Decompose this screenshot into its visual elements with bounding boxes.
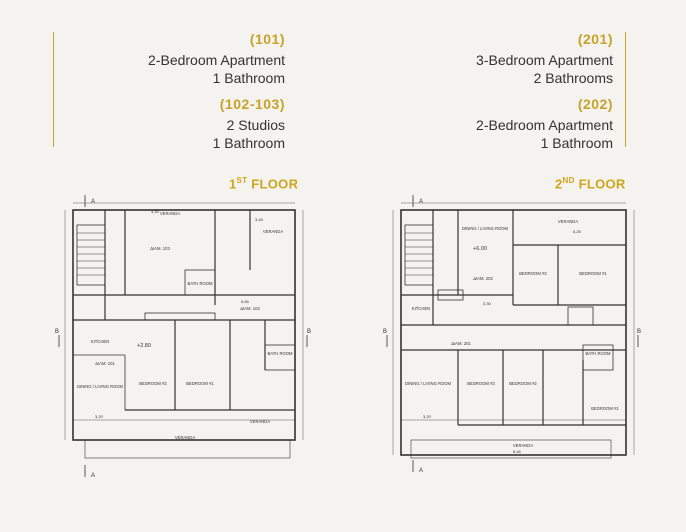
left-accent-bar xyxy=(53,32,54,147)
dimension-label: 3,30 xyxy=(151,209,160,214)
floor-ordinal: ST xyxy=(236,176,248,185)
bathroom xyxy=(567,306,594,326)
room-label: KITCHEN xyxy=(412,306,430,311)
room-label: DINING / LIVING ROOM xyxy=(405,381,452,386)
room-label: BEDROOM #2 xyxy=(509,381,537,386)
dimension-label: 3,30 xyxy=(483,301,492,306)
section-marker-a: A xyxy=(419,199,423,205)
floor-ordinal: ND xyxy=(562,176,575,185)
floor1-title: 1ST FLOOR xyxy=(229,176,298,191)
room-label: VERANDA xyxy=(250,419,270,424)
level-marker: +6.00 xyxy=(473,246,487,252)
floor2-unit-info: (201) 3-Bedroom Apartment 2 Bathrooms (2… xyxy=(370,28,613,152)
room-label: ΔΙΑΜ. 201 xyxy=(451,341,471,346)
section-marker-a: A xyxy=(91,199,95,205)
unit-code: (101) xyxy=(249,31,285,47)
room-label: VERANDA xyxy=(513,443,533,448)
level-marker: +2.80 xyxy=(137,343,151,349)
section-marker-b: B xyxy=(55,329,59,335)
bathroom xyxy=(264,344,296,371)
floor-number: 2 xyxy=(555,176,563,192)
unit-type: 2-Bedroom Apartment xyxy=(148,52,285,68)
unit-bathrooms: 2 Bathrooms xyxy=(533,70,613,86)
unit-bathrooms: 1 Bathroom xyxy=(212,135,285,151)
room-label: BEDROOM #2 xyxy=(139,381,167,386)
floor-word: FLOOR xyxy=(578,176,626,192)
room-label: BEDROOM #1 xyxy=(579,271,607,276)
floor2-title: 2ND FLOOR xyxy=(555,176,626,191)
room-label: BEDROOM #1 xyxy=(591,406,619,411)
section-marker-a: A xyxy=(419,468,423,474)
room-label: ΔΙΑΜ. 202 xyxy=(473,276,493,281)
room-label: VERANDA xyxy=(175,435,195,440)
room-label: BEDROOM #3 xyxy=(467,381,495,386)
room-label: VERANDA xyxy=(558,219,578,224)
room-label: ΔΙΑΜ. 103 xyxy=(150,246,170,251)
room-label: VERANDA xyxy=(160,211,180,216)
unit-code: (102-103) xyxy=(219,96,285,112)
room-label: ΔΙΑΜ. 102 xyxy=(240,306,260,311)
outer-wall xyxy=(72,209,296,441)
dimension-label: 6,25 xyxy=(573,229,582,234)
room-label: DINING / LIVING ROOM xyxy=(462,226,509,231)
floor1-unit-info: (101) 2-Bedroom Apartment 1 Bathroom (10… xyxy=(40,28,285,152)
room-label: BEDROOM #1 xyxy=(186,381,214,386)
stair-core xyxy=(76,224,106,286)
floor1-plan: A A B B VERANDA VERANDA ΔΙΑΜ. 103 ΔΙΑΜ. … xyxy=(55,195,311,479)
kitchen-counter xyxy=(144,312,216,321)
dimension-label: 3,45 xyxy=(255,217,264,222)
unit-type: 3-Bedroom Apartment xyxy=(476,52,613,68)
dimension-label: 3,20 xyxy=(95,414,104,419)
unit-bathrooms: 1 Bathroom xyxy=(212,70,285,86)
unit-code: (201) xyxy=(577,31,613,47)
bottom-balcony xyxy=(84,439,291,459)
room-label: VERANDA xyxy=(263,229,283,234)
room-label: BATH ROOM xyxy=(187,281,213,286)
room-label: BATH ROOM xyxy=(267,351,293,356)
kitchen-counter xyxy=(437,289,464,301)
unit-bathrooms: 1 Bathroom xyxy=(540,135,613,151)
unit-code: (202) xyxy=(577,96,613,112)
section-marker-b: B xyxy=(383,329,387,335)
section-marker-b: B xyxy=(637,329,641,335)
section-marker-a: A xyxy=(91,473,95,479)
stair-core xyxy=(404,224,434,286)
unit-type: 2-Bedroom Apartment xyxy=(476,117,613,133)
dimension-label: 3,20 xyxy=(423,414,432,419)
floor-number: 1 xyxy=(229,176,237,192)
bathroom xyxy=(582,344,614,371)
room-label: BEDROOM #2 xyxy=(519,271,547,276)
section-marker-b: B xyxy=(307,329,311,335)
right-accent-bar xyxy=(625,32,626,147)
bathroom xyxy=(184,269,216,296)
dimension-label: 5,65 xyxy=(241,299,250,304)
floor-word: FLOOR xyxy=(251,176,299,192)
unit-type: 2 Studios xyxy=(226,117,285,133)
floor2-plan: A A B B VERANDA DINING / LIVING ROOM ΔΙΑ… xyxy=(383,195,641,474)
room-label: KITCHEN xyxy=(91,339,109,344)
room-label: BATH ROOM xyxy=(585,351,611,356)
bottom-balcony xyxy=(410,439,612,459)
dimension-label: 8,46 xyxy=(513,449,522,454)
room-label: ΔΙΑΜ. 101 xyxy=(95,361,115,366)
room-label: DINING / LIVING ROOM xyxy=(77,384,124,389)
